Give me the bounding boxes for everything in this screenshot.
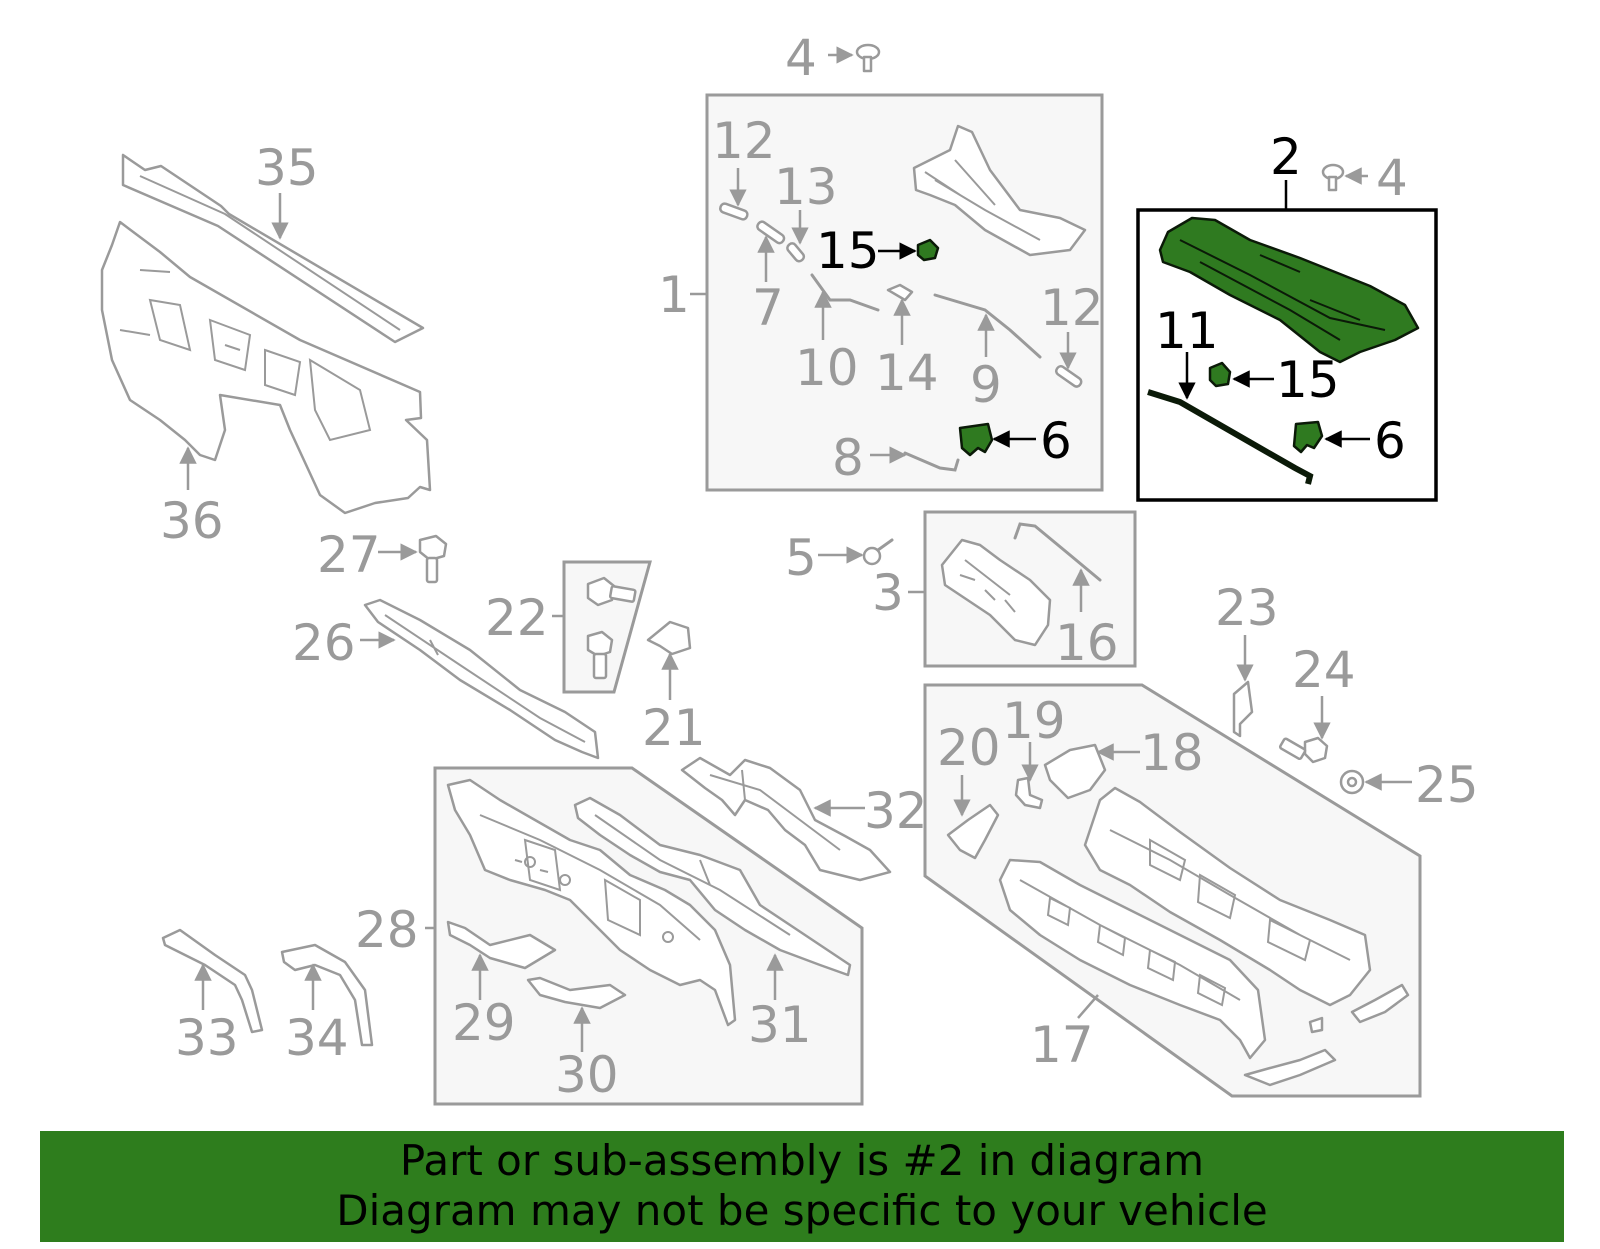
callout-15-b: 15 [1276,351,1340,409]
part-15-clip-a [916,238,940,262]
callout-31: 31 [748,996,812,1054]
callout-15-a: 15 [816,222,880,280]
callout-30: 30 [555,1046,619,1104]
part-26-reinforcement [363,598,600,760]
callout-10: 10 [795,339,859,397]
callout-26: 26 [292,614,356,672]
bolt-27 [418,534,448,584]
callout-13: 13 [774,158,838,216]
bolts-22 [586,576,637,680]
part-35-dash-seal [121,153,425,344]
callout-9: 9 [970,356,1002,414]
bolt-24 [1278,736,1329,764]
callout-16: 16 [1055,614,1119,672]
part-29-bracket [446,920,557,970]
part-20-bracket [946,803,1000,860]
callout-14: 14 [875,344,939,402]
parts-diagram: 4 35 36 12 13 15 1 7 10 14 9 12 8 6 2 4 … [100,29,1479,1106]
callout-27: 27 [317,526,381,584]
banner-line-2: Diagram may not be specific to your vehi… [336,1186,1268,1235]
bracket-21 [646,620,692,656]
callout-18: 18 [1140,724,1204,782]
callout-labels: 4 35 36 12 13 15 1 7 10 14 9 12 8 6 2 4 … [160,29,1479,1104]
callout-8: 8 [832,429,864,487]
callout-7: 7 [752,279,784,337]
callout-34: 34 [285,1009,349,1067]
part-11-seal [1147,389,1314,485]
callout-6-a: 6 [1040,412,1072,470]
callout-1: 1 [658,266,690,324]
part-17-cowl-panel [998,858,1267,1060]
callout-19: 19 [1002,692,1066,750]
part-17b-upper-cowl [1083,786,1372,1007]
callout-17: 17 [1030,1016,1094,1074]
callout-6-b: 6 [1374,412,1406,470]
part-33-brace [161,928,264,1034]
callout-29: 29 [452,994,516,1052]
callout-12-right: 12 [1040,279,1104,337]
callout-2: 2 [1270,128,1302,186]
part-34-brace [280,943,374,1047]
callout-28: 28 [355,901,419,959]
parts-17-small [1243,983,1410,1087]
parts-group-1-small [719,202,1083,472]
callout-11: 11 [1155,302,1219,360]
callout-12-top: 12 [712,112,776,170]
part-3-cowl-bracket [940,522,1102,647]
part-32-bracket [680,756,892,882]
part-15-clip-b [1208,361,1232,388]
callout-23: 23 [1215,579,1279,637]
part-36-dash-insulator [100,220,432,515]
callout-36: 36 [160,492,224,550]
part-1-cowl-panel [912,124,1087,257]
banner-line-1: Part or sub-assembly is #2 in diagram [399,1136,1205,1185]
part-28-dash-panel [446,778,737,1027]
nut-25 [1339,769,1365,795]
callout-32: 32 [864,782,928,840]
part-6-bracket-b [1292,420,1324,454]
callout-21: 21 [642,699,706,757]
fastener-5 [862,538,894,566]
callout-5: 5 [785,529,817,587]
info-banner: Part or sub-assembly is #2 in diagram Di… [40,1131,1564,1242]
callout-4-right: 4 [1376,149,1408,207]
callout-3: 3 [872,564,904,622]
callout-35: 35 [255,139,319,197]
fastener-4-right [1321,163,1345,192]
part-30-bracket [526,976,627,1010]
fastener-4-top [855,43,881,73]
part-31-upper-panel [573,796,852,977]
bracket-23 [1232,680,1254,738]
callout-24: 24 [1292,641,1356,699]
callout-33: 33 [175,1009,239,1067]
callout-25: 25 [1415,756,1479,814]
part-2-cowl-top-assembly [1158,216,1420,364]
leader-lines [179,46,1412,1052]
part-6-bracket-a [958,422,994,457]
callout-20: 20 [937,719,1001,777]
callout-22: 22 [485,589,549,647]
part-18-bracket [1043,743,1107,800]
callout-4-top: 4 [785,29,817,87]
